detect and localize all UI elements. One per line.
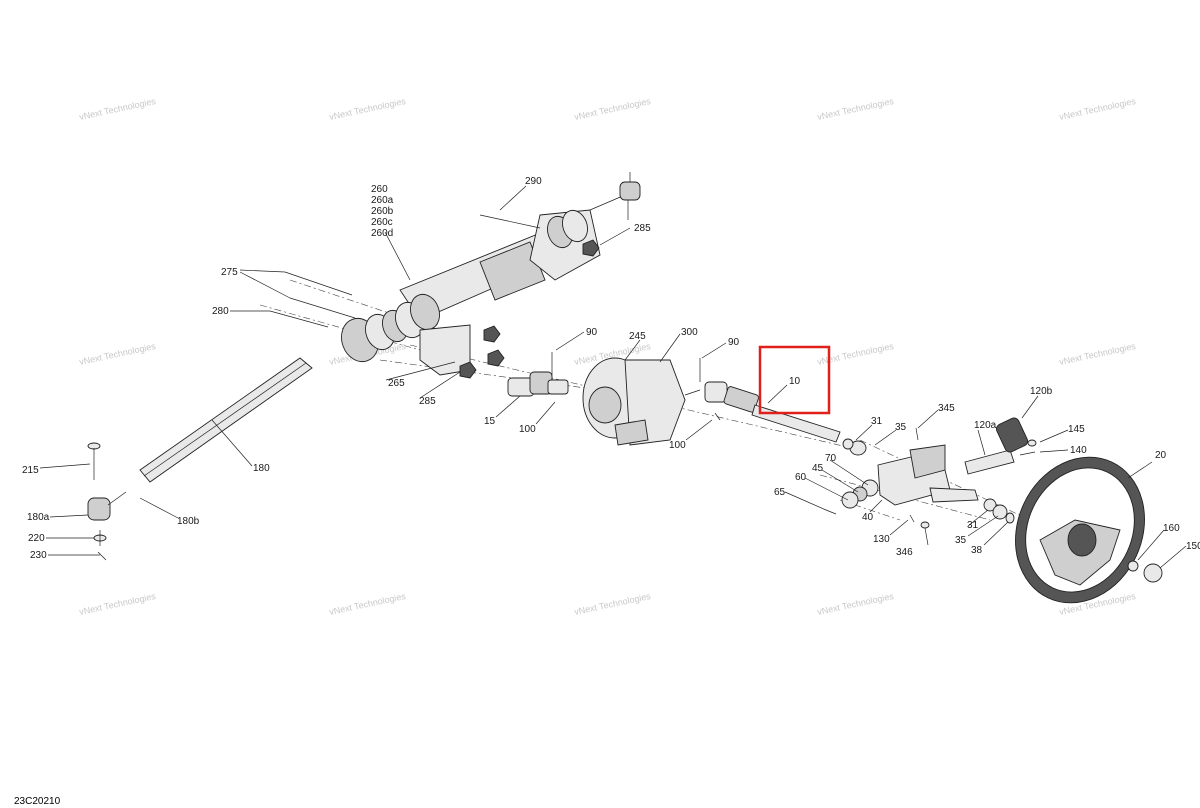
callout-260c[interactable]: 260c xyxy=(371,217,393,228)
leader-lines xyxy=(39,185,1187,569)
callout-15[interactable]: 15 xyxy=(484,416,496,427)
power-steering-unit-300[interactable] xyxy=(582,357,701,446)
tie-rod-end-180a[interactable] xyxy=(87,442,127,561)
callout-40[interactable]: 40 xyxy=(862,512,874,523)
callout-90[interactable]: 90 xyxy=(728,337,740,348)
universal-joint-15[interactable] xyxy=(507,352,569,397)
callout-260d[interactable]: 260d xyxy=(371,228,393,239)
callout-140[interactable]: 140 xyxy=(1070,445,1087,456)
callout-230[interactable]: 230 xyxy=(30,550,47,561)
callout-10[interactable]: 10 xyxy=(789,376,801,387)
callout-275[interactable]: 275 xyxy=(221,267,238,278)
callout-346[interactable]: 346 xyxy=(896,547,913,558)
column-bracket-40[interactable] xyxy=(842,438,979,506)
drawing-code: 23C20210 xyxy=(14,796,61,807)
callout-31[interactable]: 31 xyxy=(871,416,883,427)
callout-260b[interactable]: 260b xyxy=(371,206,394,217)
callout-260a[interactable]: 260a xyxy=(371,195,394,206)
callout-90[interactable]: 90 xyxy=(586,327,598,338)
mounting-bolts-275-280[interactable] xyxy=(269,214,541,328)
callout-345[interactable]: 345 xyxy=(938,403,955,414)
watermark: vNext Technologies xyxy=(1058,341,1137,367)
callout-65[interactable]: 65 xyxy=(774,487,786,498)
callout-70[interactable]: 70 xyxy=(825,453,837,464)
tie-rod-180[interactable] xyxy=(139,357,313,483)
steering-wheel-20[interactable] xyxy=(992,436,1168,624)
callout-100[interactable]: 100 xyxy=(669,440,686,451)
watermark: vNext Technologies xyxy=(78,96,157,122)
callout-215[interactable]: 215 xyxy=(22,465,39,476)
steering-rack-260[interactable] xyxy=(336,172,641,376)
callout-300[interactable]: 300 xyxy=(681,327,698,338)
callout-130[interactable]: 130 xyxy=(873,534,890,545)
callout-260[interactable]: 260 xyxy=(371,184,388,195)
callout-150[interactable]: 150 xyxy=(1186,541,1200,552)
callout-120b[interactable]: 120b xyxy=(1030,386,1053,397)
watermark: vNext Technologies xyxy=(816,96,895,122)
callout-labels: 290 285 260 260a 260b 260c 260d 275 280 … xyxy=(22,176,1200,561)
callout-180[interactable]: 180 xyxy=(253,463,270,474)
callout-60[interactable]: 60 xyxy=(795,472,807,483)
callout-38[interactable]: 38 xyxy=(971,545,983,556)
callout-265[interactable]: 265 xyxy=(388,378,405,389)
callout-245[interactable]: 245 xyxy=(629,331,646,342)
watermark: vNext Technologies xyxy=(328,96,407,122)
callout-180b[interactable]: 180b xyxy=(177,516,200,527)
callout-120a[interactable]: 120a xyxy=(974,420,997,431)
callout-100[interactable]: 100 xyxy=(519,424,536,435)
callout-290[interactable]: 290 xyxy=(525,176,542,187)
callout-31[interactable]: 31 xyxy=(967,520,979,531)
callout-280[interactable]: 280 xyxy=(212,306,229,317)
watermark: vNext Technologies xyxy=(78,591,157,617)
callout-35[interactable]: 35 xyxy=(895,422,907,433)
callout-285[interactable]: 285 xyxy=(634,223,651,234)
callout-285[interactable]: 285 xyxy=(419,396,436,407)
selected-part-highlight xyxy=(758,345,831,415)
watermark: vNext Technologies xyxy=(573,96,652,122)
steering-shaft-10[interactable] xyxy=(699,358,841,443)
watermark: vNext Technologies xyxy=(573,591,652,617)
watermarks: vNext Technologies vNext Technologies vN… xyxy=(78,96,1137,617)
watermark: vNext Technologies xyxy=(328,591,407,617)
callout-45[interactable]: 45 xyxy=(812,463,824,474)
callout-145[interactable]: 145 xyxy=(1068,424,1085,435)
watermark: vNext Technologies xyxy=(1058,96,1137,122)
watermark: vNext Technologies xyxy=(816,591,895,617)
callout-35[interactable]: 35 xyxy=(955,535,967,546)
tilt-cylinder-120[interactable] xyxy=(915,416,1037,475)
callout-180a[interactable]: 180a xyxy=(27,512,50,523)
nuts-285[interactable] xyxy=(459,239,600,379)
bushings-31-35-38[interactable] xyxy=(983,498,1015,524)
watermark: vNext Technologies xyxy=(78,341,157,367)
callout-220[interactable]: 220 xyxy=(28,533,45,544)
callout-20[interactable]: 20 xyxy=(1155,450,1167,461)
callout-160[interactable]: 160 xyxy=(1163,523,1180,534)
